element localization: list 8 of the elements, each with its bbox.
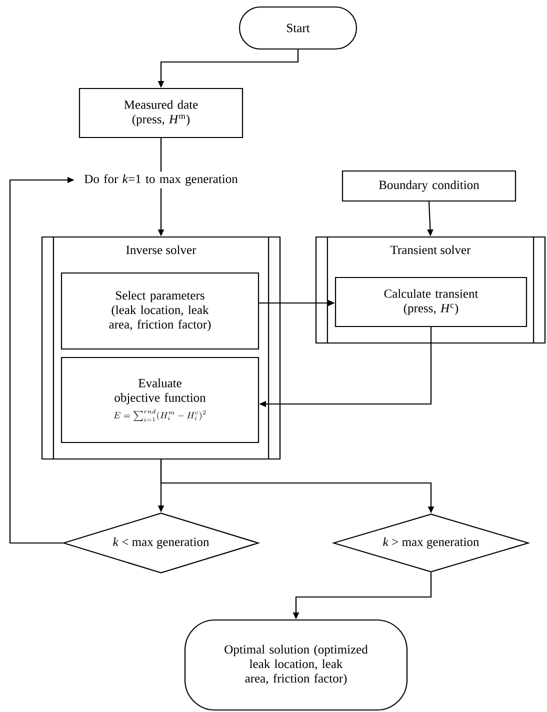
process-box: Select parameters (leak location, leak area, friction factor): [60, 272, 260, 350]
process-box: Measured date (press, H$^{m}$): [78, 88, 244, 138]
end-terminal: Optimal solution (optimized leak location, leak area, friction factor): [184, 619, 408, 711]
process-box: Boundary condition: [342, 170, 516, 202]
loop-text: Do for k=1 to max generation: [84, 174, 238, 186]
start-terminal: Start: [238, 6, 358, 50]
process-box: Calculate transient (press, H$^{c}$): [334, 276, 528, 328]
process-box: Evaluate objective function $E=\sum_{i=1}^{rnd}(H_i^m-H_i^c)^2$: [60, 356, 260, 444]
